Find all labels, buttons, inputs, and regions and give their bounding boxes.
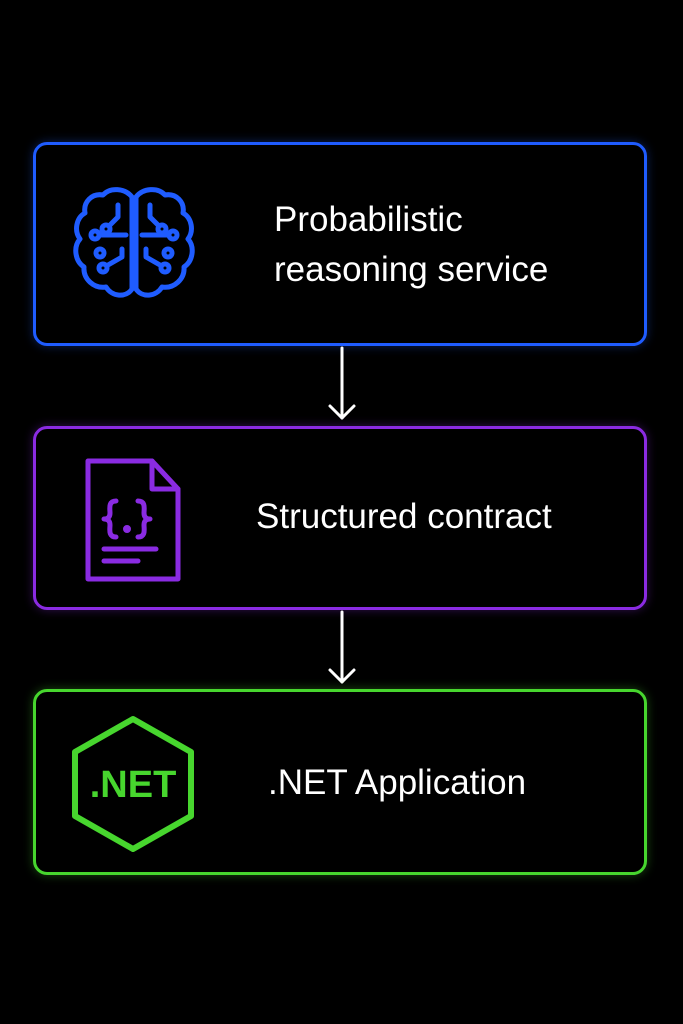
brain-circuit-icon	[73, 187, 195, 298]
node-reasoning-service: Probabilistic reasoning service	[33, 142, 647, 346]
connector-arrow	[328, 610, 356, 684]
node-label-line-2: reasoning service	[274, 250, 549, 289]
node-label-line-1: Probabilistic	[274, 200, 463, 239]
node-label: Structured contract	[256, 497, 552, 536]
node-structured-contract: Structured contract	[33, 426, 647, 610]
connector-arrow	[328, 346, 356, 420]
dotnet-icon-text: .NET	[90, 764, 177, 806]
json-document-icon	[85, 458, 181, 582]
dotnet-hexagon-icon: .NET	[72, 716, 194, 852]
node-label: .NET Application	[268, 763, 527, 802]
node-label: Probabilistic reasoning service	[274, 195, 548, 295]
node-dotnet-application: .NET .NET Application	[33, 689, 647, 875]
